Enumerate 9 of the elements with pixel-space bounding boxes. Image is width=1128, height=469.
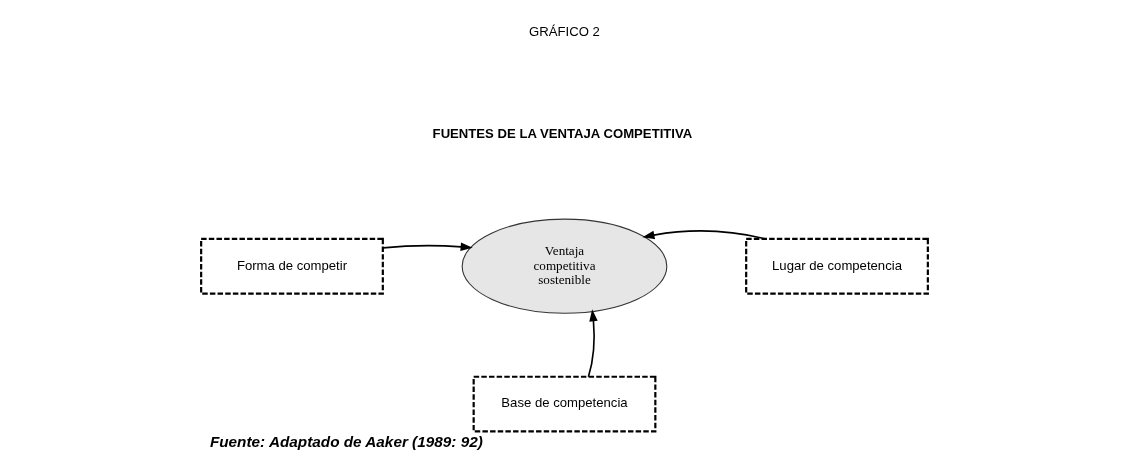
- caption: Fuente: Adaptado de Aaker (1989: 92): [209, 432, 483, 450]
- node-box: Forma de competir: [199, 237, 384, 295]
- arrow: [641, 229, 766, 240]
- node-box: Base de competencia: [472, 375, 656, 433]
- label: GRÁFICO 2: [528, 23, 600, 39]
- arrow: [587, 308, 598, 377]
- arrow: [381, 242, 473, 251]
- node-box: Lugar de competencia: [744, 237, 929, 295]
- diagram-title: FUENTES DE LA VENTAJA COMPETITIVA: [432, 125, 692, 141]
